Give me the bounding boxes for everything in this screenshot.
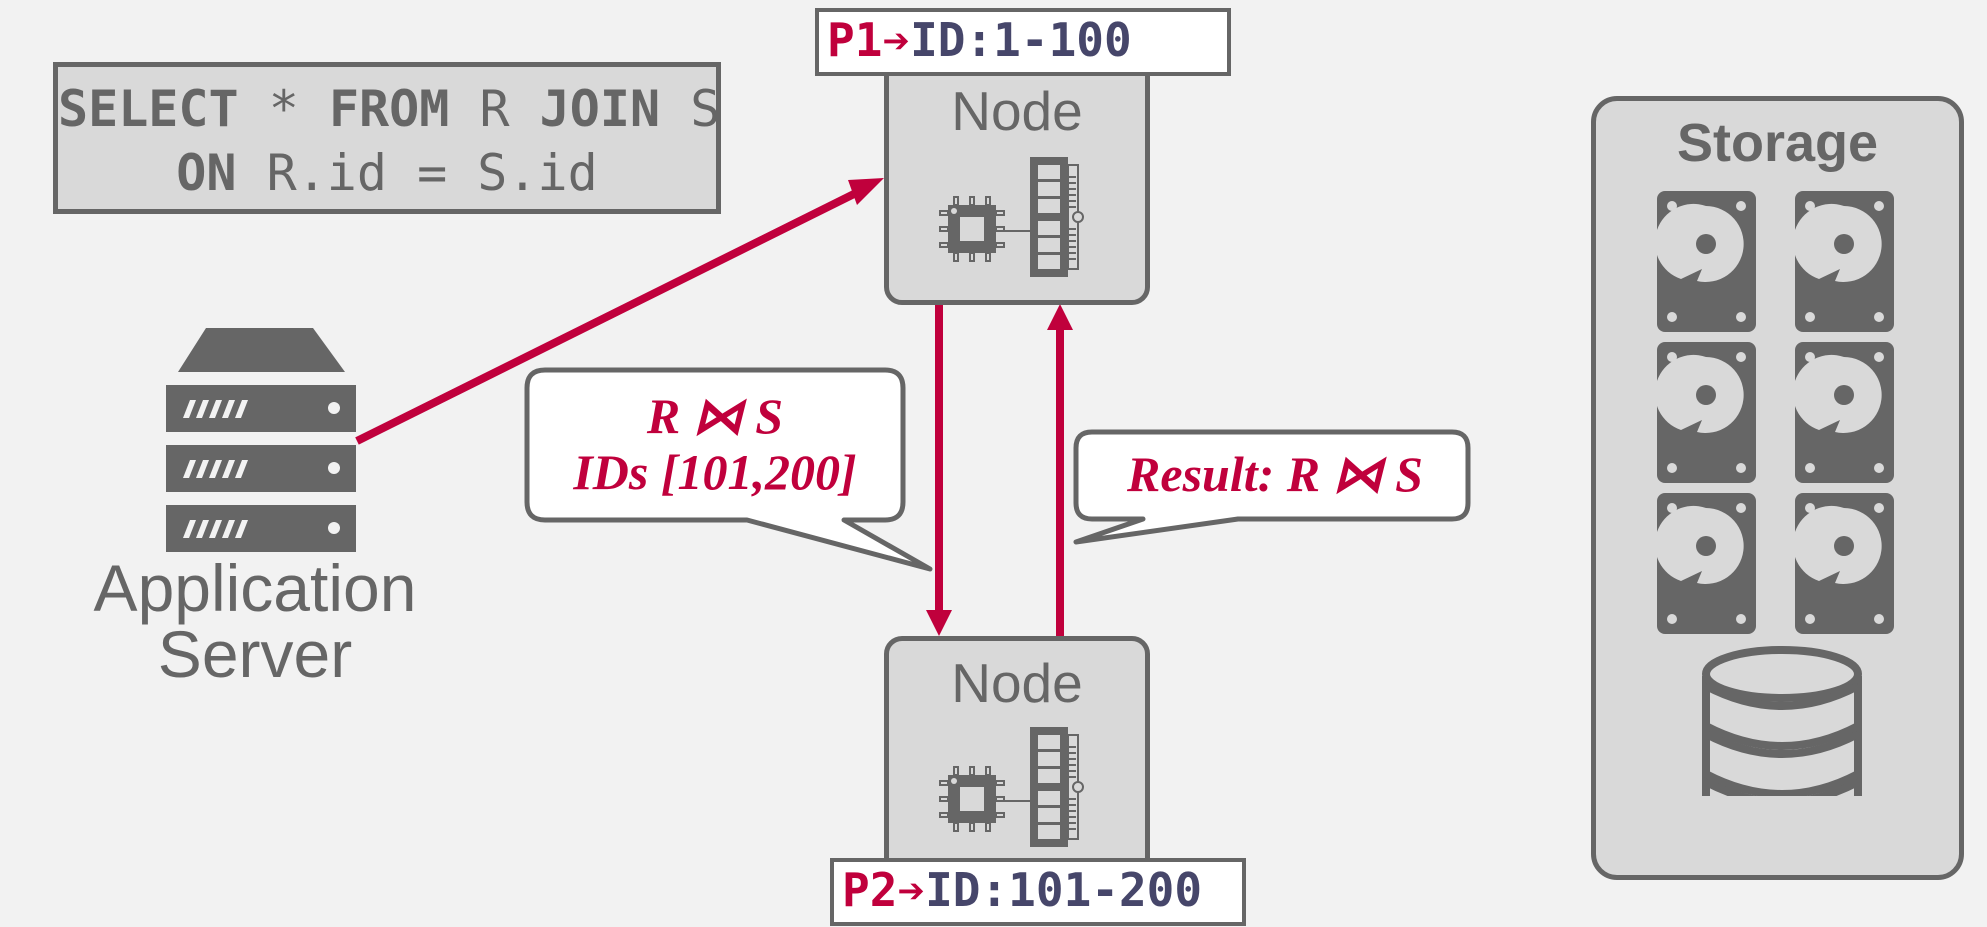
response-message: Result: R ⋈ S	[1080, 446, 1470, 502]
node-2: Node	[884, 636, 1150, 886]
storage-icons	[1654, 191, 1894, 796]
request-message: R ⋈ S IDs [101,200]	[530, 388, 900, 500]
partition-range: ID:101-200	[925, 863, 1203, 917]
sql-keyword: SELECT	[58, 80, 239, 138]
node-title: Node	[951, 652, 1083, 714]
arrow-right-icon: ➔	[882, 13, 911, 67]
cpu-icon	[939, 766, 1030, 832]
sql-keyword: ON	[176, 144, 237, 202]
server-unit	[166, 385, 356, 432]
arrow-app-to-node1	[355, 178, 884, 445]
database-icon	[1702, 646, 1862, 796]
partition-label-p2: P2➔ID:101-200	[830, 858, 1246, 926]
sql-keyword: FROM	[328, 80, 450, 138]
app-server-label-line2: Server	[157, 617, 353, 691]
arrow-node1-to-node2	[926, 302, 952, 636]
node-title: Node	[951, 80, 1083, 142]
sql-keyword: JOIN	[539, 80, 661, 138]
hard-disk-icon	[1654, 191, 1756, 332]
hard-disk-icon	[1654, 493, 1756, 634]
storage-title: Storage	[1676, 113, 1879, 173]
hard-disk-icon	[1654, 342, 1756, 483]
sql-query-box: SELECT * FROM R JOIN S ON R.id = S.id	[53, 62, 721, 214]
node-1: Node	[884, 60, 1150, 305]
partition-id: P2	[842, 863, 898, 917]
sql-line-1: SELECT * FROM R JOIN S	[58, 77, 720, 141]
request-bubble	[524, 367, 933, 572]
sql-text: *	[238, 80, 329, 138]
app-server-label: Application Server	[60, 555, 450, 687]
node-hardware-icons	[939, 727, 1084, 847]
node-hardware-icons	[939, 157, 1084, 277]
cpu-icon	[939, 196, 1030, 262]
sql-text: R	[449, 80, 540, 138]
hard-disk-icon	[1792, 191, 1894, 332]
app-server-label-line1: Application	[93, 551, 417, 625]
request-message-line2: IDs [101,200]	[573, 444, 857, 500]
ram-icon	[1030, 157, 1084, 277]
ram-icon	[1030, 727, 1084, 847]
sql-line-2: ON R.id = S.id	[58, 141, 716, 205]
partition-label-p1: P1➔ID:1-100	[815, 8, 1231, 76]
arrow-node2-to-node1	[1047, 304, 1073, 638]
partition-id: P1	[827, 13, 883, 67]
hard-disk-icon	[1792, 493, 1894, 634]
arrow-right-icon: ➔	[897, 863, 926, 917]
request-message-line1: R ⋈ S	[646, 388, 784, 444]
server-unit	[166, 445, 356, 492]
response-message-line1: Result: R ⋈ S	[1127, 446, 1423, 502]
partition-range: ID:1-100	[910, 13, 1132, 67]
sql-text: S	[660, 80, 721, 138]
storage-box: Storage	[1591, 96, 1964, 880]
hard-disk-icon	[1792, 342, 1894, 483]
response-bubble	[1073, 429, 1471, 545]
server-rack-icon	[166, 328, 356, 552]
sql-text: R.id = S.id	[236, 144, 598, 202]
server-unit	[166, 505, 356, 552]
